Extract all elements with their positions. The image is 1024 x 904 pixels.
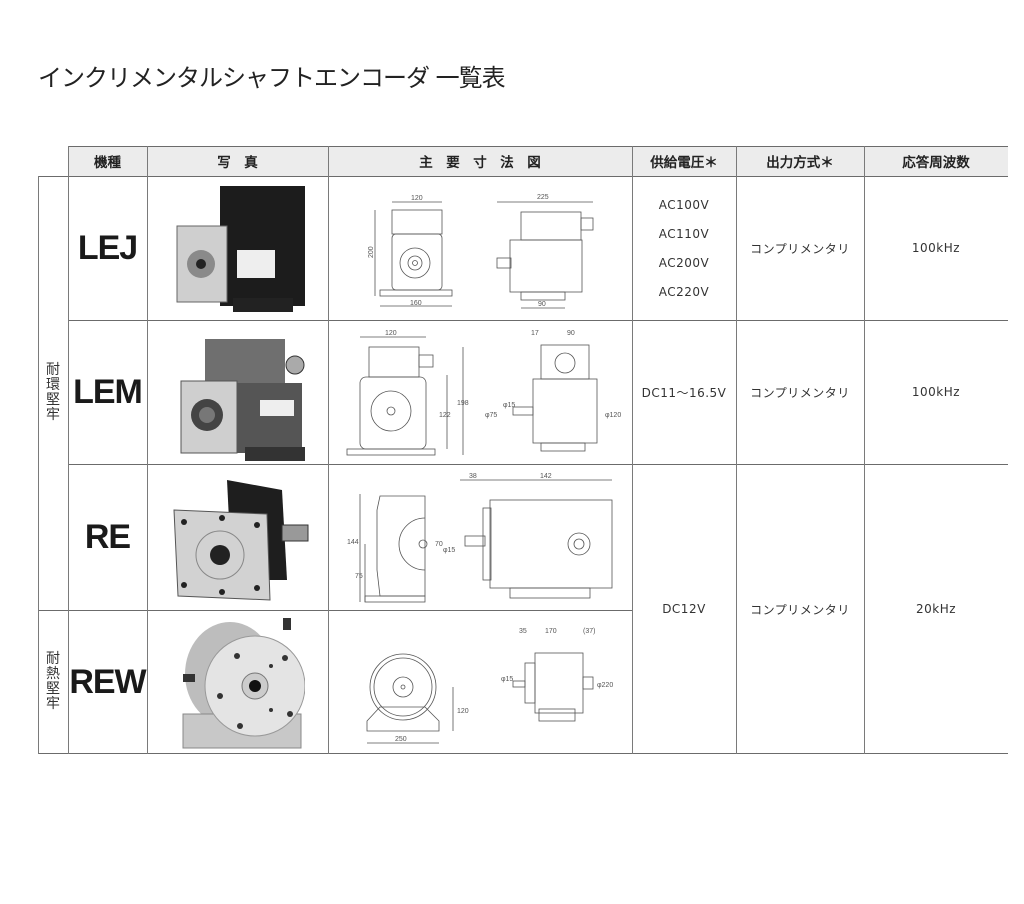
svg-text:120: 120: [385, 330, 397, 337]
encoder-photo-lej: [176, 186, 305, 312]
svg-text:φ15: φ15: [501, 676, 513, 683]
header-dimensions: 主 要 寸 法 図: [419, 155, 541, 171]
svg-text:φ15: φ15: [443, 547, 455, 554]
group-char: 環: [46, 377, 60, 393]
voltage-col-left-border: [632, 146, 633, 754]
supply-voltage-lej: AC100V AC110V AC200V AC220V: [632, 176, 736, 320]
svg-text:120: 120: [411, 195, 423, 202]
encoder-photo-lem: [180, 339, 305, 461]
output-type-lem: コンプリメンタリ: [750, 385, 850, 400]
supply-voltage-re-rew: DC12V: [662, 602, 706, 616]
photo-col-left-border: [147, 146, 148, 754]
svg-text:φ120: φ120: [605, 412, 621, 419]
group-col-left-border: [38, 176, 39, 754]
table-top-border: [68, 146, 1008, 147]
svg-text:250: 250: [395, 736, 407, 743]
group-char: 熱: [46, 666, 60, 682]
voltage-option: AC220V: [658, 284, 710, 299]
group-label-environment-resistant: 耐 環 堅 牢: [38, 176, 68, 610]
group-char: 耐: [46, 362, 60, 378]
model-rew: REW: [69, 662, 146, 701]
svg-text:17: 17: [531, 330, 539, 337]
dimension-drawing-lem: 120 122 198 17 90 φ75 φ15 φ120: [346, 330, 621, 456]
svg-text:35: 35: [519, 628, 527, 635]
output-type-lej: コンプリメンタリ: [750, 241, 850, 256]
table-bottom-border: [38, 753, 1008, 754]
dims-col-left-border: [328, 146, 329, 754]
response-frequency-re-rew: 20kHz: [915, 602, 957, 616]
header-response-frequency: 応答周波数: [902, 155, 970, 171]
header-output-type: 出力方式＊: [766, 155, 834, 171]
output-type-re-rew: コンプリメンタリ: [750, 602, 850, 617]
row-divider-1: [68, 320, 1008, 321]
svg-text:90: 90: [567, 330, 575, 337]
response-frequency-lem: 100kHz: [911, 385, 961, 399]
voltage-option: AC110V: [658, 226, 710, 241]
header-supply-voltage: 供給電圧＊: [650, 155, 718, 171]
group-label-heat-resistant: 耐 熱 堅 牢: [38, 610, 68, 754]
svg-text:144: 144: [347, 539, 359, 546]
group-char: 牢: [46, 696, 60, 712]
group-char: 堅: [46, 392, 60, 408]
row-divider-3: [38, 610, 632, 611]
dimension-drawing-rew: 250 120 35 170 (37) φ15 φ220: [366, 628, 613, 744]
encoder-photo-re: [173, 480, 309, 601]
svg-text:70: 70: [435, 541, 443, 548]
encoder-photo-rew: [182, 618, 305, 749]
svg-text:225: 225: [537, 194, 549, 201]
voltage-option: AC100V: [658, 197, 710, 212]
dimension-drawing-lej: 120 200 160 225 90: [368, 194, 594, 309]
svg-text:(37): (37): [583, 628, 595, 635]
svg-text:200: 200: [368, 246, 375, 258]
model-lej: LEJ: [77, 228, 138, 267]
svg-text:120: 120: [457, 708, 469, 715]
group-char: 牢: [46, 407, 60, 423]
svg-text:φ220: φ220: [597, 682, 613, 689]
svg-text:198: 198: [457, 400, 469, 407]
output-col-left-border: [736, 146, 737, 754]
svg-text:160: 160: [410, 300, 422, 307]
header-bottom-border: [38, 176, 1008, 177]
model-col-left-border: [68, 146, 69, 754]
page-title: インクリメンタルシャフトエンコーダ 一覧表: [38, 64, 506, 92]
svg-text:φ15: φ15: [503, 402, 515, 409]
voltage-option: AC200V: [658, 255, 710, 270]
svg-text:φ75: φ75: [485, 412, 497, 419]
header-photo: 写 真: [217, 155, 258, 171]
svg-text:90: 90: [538, 301, 546, 308]
group-char: 耐: [46, 651, 60, 667]
header-model: 機種: [94, 155, 121, 171]
svg-text:38: 38: [469, 473, 477, 480]
freq-col-left-border: [864, 146, 865, 754]
supply-voltage-lem: DC11〜16.5V: [641, 385, 727, 400]
group-char: 堅: [46, 681, 60, 697]
model-lem: LEM: [73, 372, 143, 411]
svg-text:122: 122: [439, 412, 451, 419]
svg-text:142: 142: [540, 473, 552, 480]
table-header-background: [68, 146, 1008, 176]
svg-text:170: 170: [545, 628, 557, 635]
row-divider-2: [68, 464, 1008, 465]
svg-text:75: 75: [355, 573, 363, 580]
model-re: RE: [84, 517, 131, 556]
response-frequency-lej: 100kHz: [911, 241, 961, 255]
